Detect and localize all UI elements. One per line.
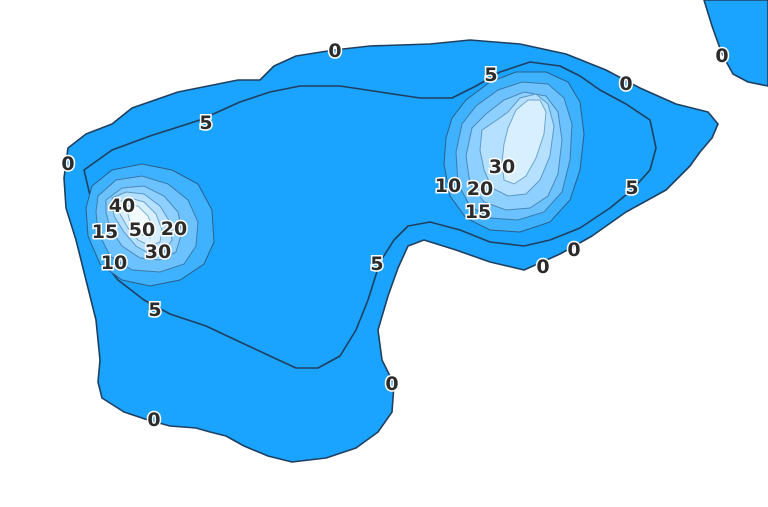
contour-label-5: 5: [370, 253, 383, 275]
contour-label-30: 30: [145, 241, 171, 263]
right-band-40: [501, 99, 547, 185]
contour-label-15: 15: [92, 221, 118, 243]
contour-label-10: 10: [101, 252, 127, 274]
contour-label-0: 0: [536, 256, 549, 278]
contour-label-5: 5: [625, 177, 638, 199]
contour-label-15: 15: [465, 201, 491, 223]
contour-label-5: 5: [484, 64, 497, 86]
contour-labels: 0 0 0 0 0 0 0 0 5 5 5 5 5 10 15 20 30 40…: [60, 39, 730, 433]
right-peak: [443, 71, 585, 233]
left-peak: [85, 163, 215, 287]
contour-label-50: 50: [129, 219, 155, 241]
contour-label-0: 0: [619, 73, 632, 95]
contour-label-20: 20: [161, 218, 187, 240]
contour-label-5: 5: [148, 299, 161, 321]
contour-label-5: 5: [199, 112, 212, 134]
contour-label-0: 0: [715, 45, 728, 67]
contour-line-5: [83, 61, 657, 369]
contour-label-40: 40: [109, 195, 135, 217]
contour-label-0: 0: [385, 373, 398, 395]
contour-label-0: 0: [61, 153, 74, 175]
contour-label-0: 0: [567, 239, 580, 261]
region-right-edge: [703, 0, 768, 87]
contour-label-0: 0: [147, 409, 160, 431]
left-band-50: [125, 205, 155, 239]
contour-label-30: 30: [489, 156, 515, 178]
contour-label-20: 20: [467, 178, 493, 200]
contour-label-0: 0: [328, 40, 341, 62]
contour-label-10: 10: [435, 175, 461, 197]
